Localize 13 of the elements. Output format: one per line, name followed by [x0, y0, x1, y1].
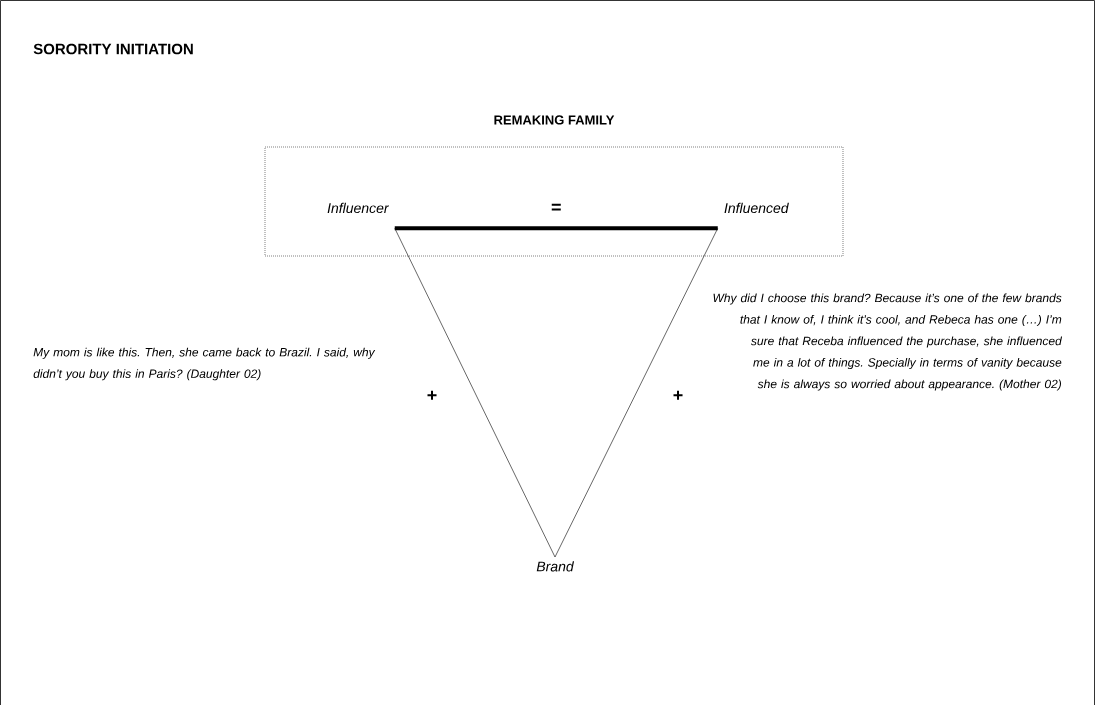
plus-sign: + [673, 390, 683, 400]
quote: Why did I choose this brand? Because it’s one of the few brands that I know of, I think it’s cool, and Rebeca has one (…) I’m sure that Receba influenced the purchase, she influenced me in a lot of things. Specially in terms of vanity because she is always so worried about appearance. (Mother 02) [713, 293, 1063, 391]
title: SORORITY INITIATION [33, 43, 193, 55]
thick-bar [394, 226, 718, 231]
line [394, 227, 556, 558]
node-label: REMAKING FAMILY [494, 115, 615, 125]
quote: My mom is like this. Then, she came back to Brazil. I said, why didn’t you buy this in Paris? (Daughter 02) [33, 347, 376, 381]
line [554, 227, 719, 558]
node-label: Brand [536, 561, 575, 572]
plus-sign: + [427, 390, 437, 400]
node-label: Influencer [327, 202, 389, 214]
node-label: Influenced [724, 202, 789, 214]
edge-label: = [551, 203, 561, 211]
